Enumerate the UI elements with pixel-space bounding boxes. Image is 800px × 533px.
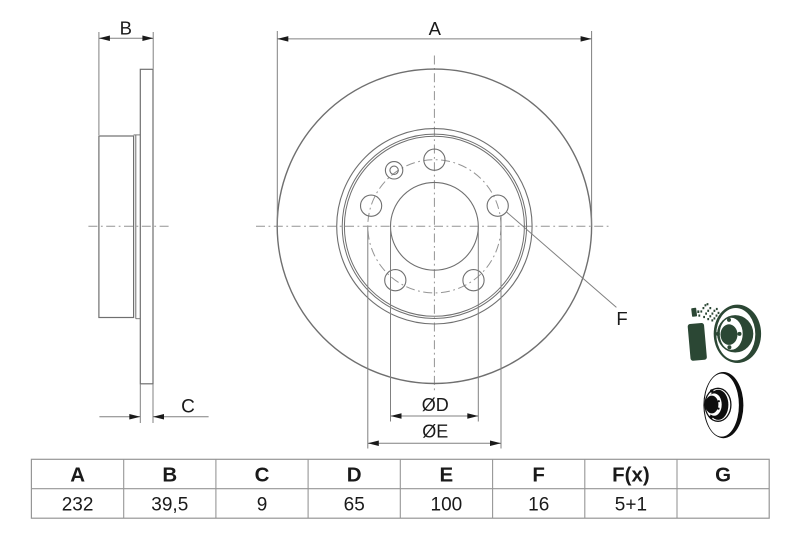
svg-text:232: 232 [62, 495, 94, 516]
svg-text:F: F [616, 308, 627, 329]
svg-text:C: C [181, 396, 195, 417]
svg-text:B: B [162, 464, 177, 487]
svg-text:D: D [347, 464, 362, 487]
svg-text:16: 16 [528, 495, 549, 516]
svg-text:5+1: 5+1 [615, 495, 647, 516]
svg-text:C: C [255, 464, 270, 487]
svg-text:G: G [715, 464, 731, 487]
svg-text:100: 100 [431, 495, 463, 516]
svg-text:E: E [440, 464, 454, 487]
svg-text:B: B [120, 18, 132, 39]
svg-text:A: A [429, 18, 442, 39]
svg-text:39,5: 39,5 [151, 495, 188, 516]
svg-text:A: A [70, 464, 85, 487]
svg-text:F: F [532, 464, 545, 487]
svg-text:ØD: ØD [422, 395, 449, 415]
svg-text:9: 9 [257, 495, 268, 516]
svg-text:ØE: ØE [422, 422, 448, 442]
svg-text:65: 65 [344, 495, 365, 516]
svg-text:F(x): F(x) [612, 464, 650, 487]
